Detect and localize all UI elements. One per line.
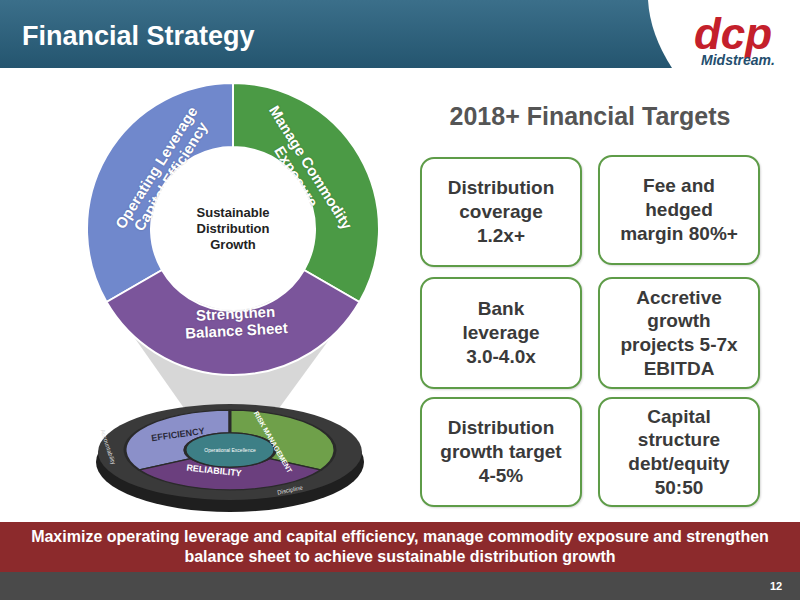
target-text: Bank leverage 3.0-4.0x bbox=[451, 297, 551, 368]
disk-label: Operational Excellence bbox=[204, 448, 255, 453]
disk-top bbox=[98, 404, 362, 500]
header-band bbox=[0, 0, 800, 68]
center-circle: Sustainable Distribution Growth bbox=[151, 147, 315, 311]
target-text: Capital structure debt/equity 50:50 bbox=[622, 405, 737, 500]
slide-title: Financial Strategy bbox=[22, 20, 255, 52]
target-box: Distribution growth target 4-5% bbox=[420, 397, 582, 507]
logo-wordmark: Midstream. bbox=[701, 53, 775, 67]
disk-center bbox=[185, 433, 275, 467]
page-number: 12 bbox=[770, 581, 782, 592]
section-heading: 2018+ Financial Targets bbox=[450, 104, 731, 129]
target-box: Bank leverage 3.0-4.0x bbox=[420, 277, 582, 389]
center-text: Sustainable Distribution Growth bbox=[185, 205, 281, 253]
target-text: Accretive growth projects 5-7x EBITDA bbox=[614, 286, 744, 381]
disk-sectors bbox=[125, 410, 335, 490]
target-box: Capital structure debt/equity 50:50 bbox=[598, 397, 760, 507]
target-box: Accretive growth projects 5-7x EBITDA bbox=[598, 277, 760, 389]
target-box: Distribution coverage 1.2x+ bbox=[420, 157, 582, 267]
target-box: Fee and hedged margin 80%+ bbox=[598, 155, 760, 265]
logo-mark: dcp bbox=[694, 12, 772, 56]
target-text: Fee and hedged margin 80%+ bbox=[619, 174, 739, 245]
footer-bar bbox=[0, 572, 800, 600]
logo-backdrop bbox=[648, 0, 800, 68]
target-text: Distribution growth target 4-5% bbox=[434, 416, 569, 487]
caption-text: Maximize operating leverage and capital … bbox=[30, 527, 770, 567]
target-text: Distribution coverage 1.2x+ bbox=[441, 176, 561, 247]
circle-fill bbox=[152, 148, 314, 310]
caption-band bbox=[0, 522, 800, 572]
